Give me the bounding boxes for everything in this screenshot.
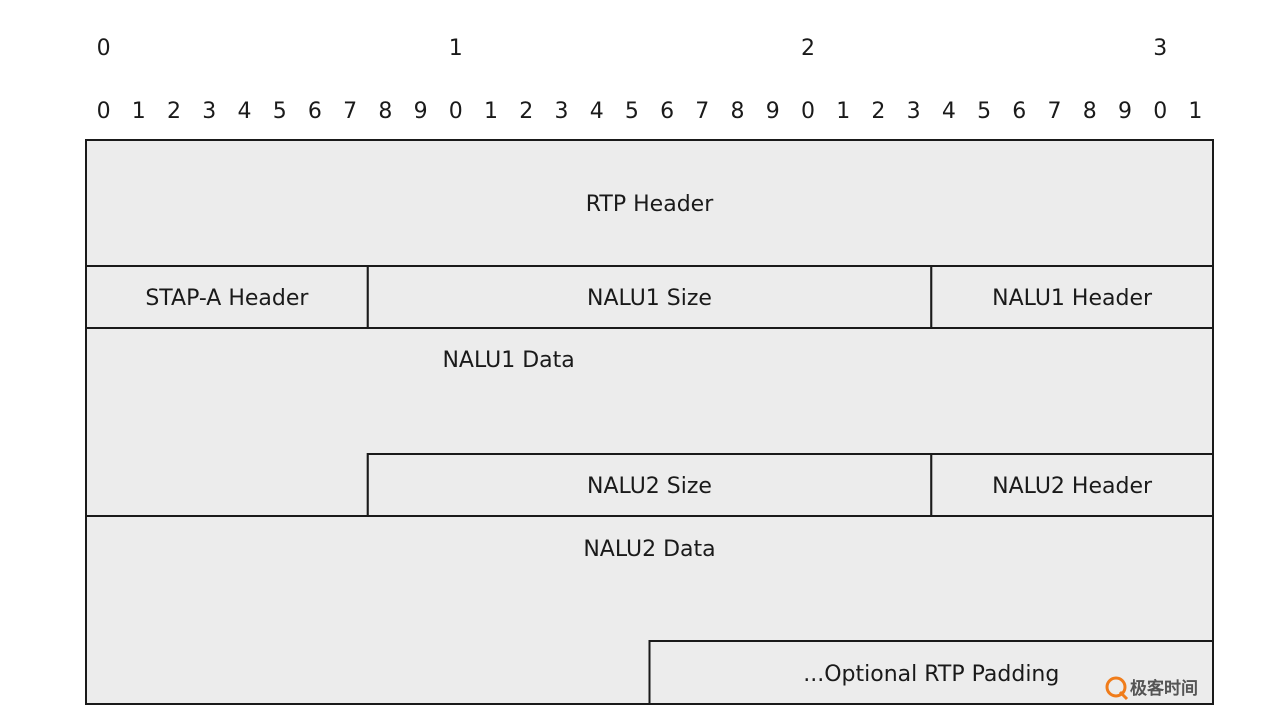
bit-ruler-tens: 0 1 2 3	[97, 36, 1168, 61]
bit-ruler-unit-digit: 5	[273, 99, 287, 124]
bit-ruler-unit-digit: 6	[1012, 99, 1026, 124]
bit-ruler-unit-digit: 5	[977, 99, 991, 124]
bit-ruler-unit-digit: 8	[1083, 99, 1097, 124]
bit-ruler-unit-digit: 7	[1048, 99, 1062, 124]
bit-ruler-unit-digit: 0	[97, 99, 111, 124]
field-label-nalu1-size: NALU1 Size	[587, 286, 712, 311]
field-label-nalu2-data: NALU2 Data	[583, 537, 715, 562]
bit-ruler-unit-digit: 6	[308, 99, 322, 124]
bit-ruler-unit-digit: 4	[238, 99, 252, 124]
field-label-optional-rtp-padding: ...Optional RTP Padding	[803, 662, 1059, 687]
field-nalu1-size: NALU1 Size	[366, 265, 933, 329]
bit-ruler-unit-digit: 0	[449, 99, 463, 124]
field-optional-rtp-padding: ...Optional RTP Padding	[648, 640, 1214, 705]
bit-ruler-unit-digit: 7	[343, 99, 357, 124]
bit-ruler-unit-digit: 5	[625, 99, 639, 124]
bit-ruler-unit-digit: 0	[1153, 99, 1167, 124]
bit-ruler-unit-digit: 9	[414, 99, 428, 124]
field-label-nalu1-header: NALU1 Header	[992, 286, 1153, 311]
bit-ruler-tens-digit: 2	[801, 36, 815, 61]
bit-ruler-unit-digit: 2	[519, 99, 533, 124]
bit-ruler-unit-digit: 1	[836, 99, 850, 124]
field-rtp-header: RTP Header	[85, 139, 1214, 267]
bit-ruler-unit-digit: 8	[378, 99, 392, 124]
bit-ruler-unit-digit: 2	[167, 99, 181, 124]
bit-ruler-unit-digit: 1	[1188, 99, 1202, 124]
bit-ruler-tens-digit: 1	[449, 36, 463, 61]
bit-ruler-unit-digit: 3	[555, 99, 569, 124]
bit-ruler-unit-digit: 4	[942, 99, 956, 124]
bit-ruler-unit-digit: 4	[590, 99, 604, 124]
logo-icon-tail	[1118, 690, 1129, 701]
logo-icon	[1105, 676, 1127, 698]
bit-ruler-unit-digit: 1	[132, 99, 146, 124]
field-stap-a-header: STAP-A Header	[85, 265, 369, 329]
watermark-logo: 极客时间	[1105, 676, 1198, 701]
bit-ruler-tens-digit: 0	[97, 36, 111, 61]
bit-ruler-unit-digit: 2	[871, 99, 885, 124]
field-label-nalu2-header: NALU2 Header	[992, 474, 1153, 499]
logo-text: 极客时间	[1130, 678, 1198, 699]
bit-ruler-unit-digit: 7	[695, 99, 709, 124]
bit-ruler-tens-digit: 3	[1153, 36, 1167, 61]
bit-ruler-unit-digit: 3	[202, 99, 216, 124]
bit-ruler-unit-digit: 8	[731, 99, 745, 124]
field-label-nalu1-data: NALU1 Data	[442, 348, 574, 373]
field-box-optional-rtp-padding	[648, 640, 1214, 705]
field-label-rtp-header: RTP Header	[586, 192, 714, 217]
field-label-nalu2-size: NALU2 Size	[587, 474, 712, 499]
field-nalu2-header: NALU2 Header	[930, 453, 1214, 517]
bit-ruler-unit-digit: 9	[766, 99, 780, 124]
bit-ruler-unit-digit: 6	[660, 99, 674, 124]
field-label-stap-a-header: STAP-A Header	[145, 286, 309, 311]
field-nalu1-header: NALU1 Header	[930, 265, 1214, 329]
field-nalu2-size: NALU2 Size	[366, 453, 933, 517]
bit-ruler-unit-digit: 0	[801, 99, 815, 124]
bit-ruler-unit-digit: 3	[907, 99, 921, 124]
bit-ruler-unit-digit: 1	[484, 99, 498, 124]
bit-ruler-unit-digit: 9	[1118, 99, 1132, 124]
